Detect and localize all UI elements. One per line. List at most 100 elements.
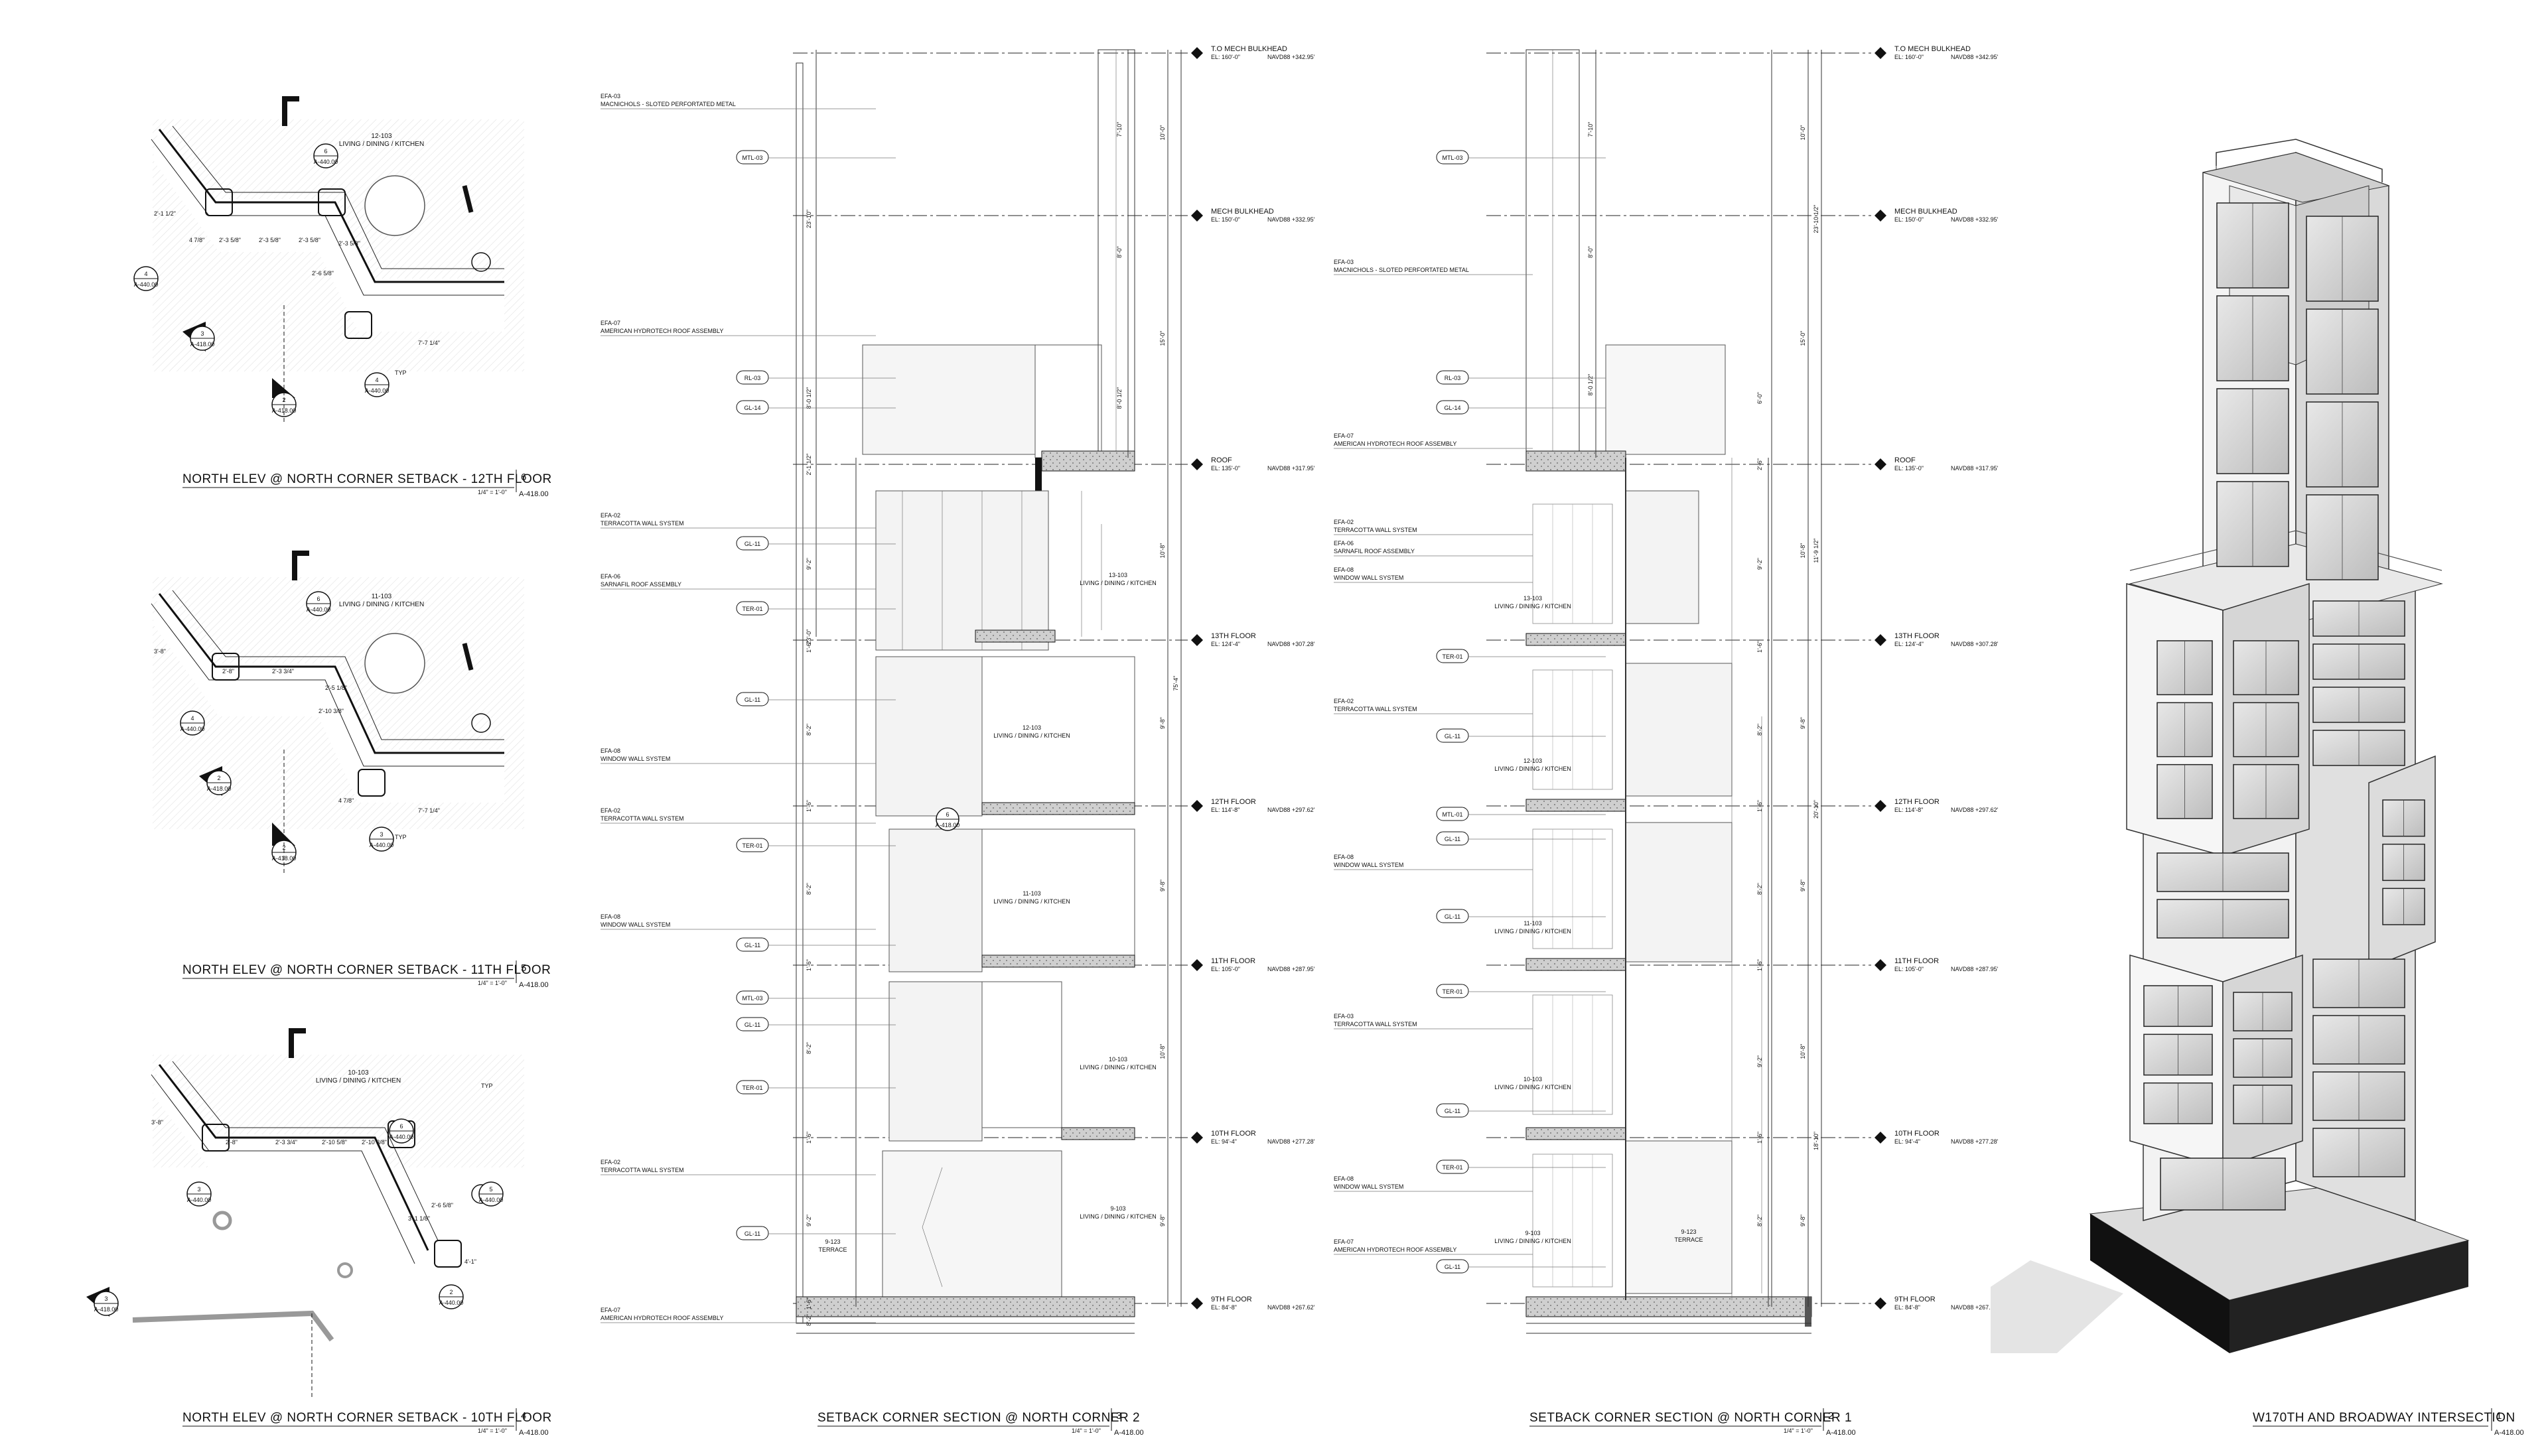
dimension: 23'-0" [806, 629, 812, 645]
svg-text:A-440.00: A-440.00 [187, 1197, 212, 1203]
material-tag[interactable]: TER-01 [736, 1080, 896, 1094]
dim: 2'-10 5/8" [322, 1139, 347, 1146]
material-tag[interactable]: GL-14 [1436, 400, 1606, 415]
keynote-code: EFA-02 [601, 512, 620, 519]
drawing-number: 2 [1828, 1410, 1833, 1422]
material-tag-label: TER-01 [742, 842, 762, 849]
section-marker[interactable]: 2A-418.00 [271, 378, 297, 417]
material-tag[interactable]: TER-01 [1436, 1159, 1606, 1174]
material-tag[interactable]: TER-01 [736, 838, 896, 852]
callout-tag[interactable]: 4A-440.00 [133, 266, 159, 291]
material-tag[interactable]: GL-11 [736, 1226, 896, 1240]
window [2233, 1085, 2293, 1124]
material-tag[interactable]: MTL-01 [1436, 807, 1606, 821]
keynote-code: EFA-03 [1334, 259, 1354, 265]
material-tag[interactable]: MTL-03 [736, 990, 896, 1005]
callout-tag[interactable]: 4A-440.00 [180, 710, 205, 736]
typ-note: TYP [395, 369, 407, 376]
window [2312, 687, 2405, 723]
dimension: 23'-10" [806, 210, 812, 228]
callout-tag[interactable]: 3A-440.00 [186, 1181, 212, 1207]
material-tag[interactable]: GL-11 [1436, 728, 1606, 743]
material-tag[interactable]: GL-11 [736, 536, 896, 551]
material-tag[interactable]: GL-11 [1436, 1259, 1606, 1274]
svg-text:6: 6 [317, 596, 320, 602]
material-tag[interactable]: GL-11 [736, 692, 896, 706]
svg-text:4: 4 [375, 377, 378, 383]
dimension: 1'-6" [1756, 800, 1763, 812]
room-name: LIVING / DINING / KITCHEN [1494, 603, 1571, 610]
dimension: 9'-8" [1159, 717, 1166, 729]
material-tag-label: TER-01 [1442, 988, 1462, 995]
section-marker[interactable]: 3A-418.00 [182, 322, 215, 352]
window [2312, 600, 2405, 637]
level-name: MECH BULKHEAD [1211, 208, 1274, 216]
svg-text:6: 6 [946, 811, 949, 818]
callout-tag[interactable]: 3A-440.00 [369, 827, 394, 852]
window [2143, 985, 2213, 1027]
dimension: 9'-2" [806, 1215, 812, 1226]
material-tag[interactable]: GL-11 [1436, 1103, 1606, 1118]
window [2382, 799, 2425, 837]
callout-tag[interactable]: 6A-440.00 [389, 1118, 414, 1144]
material-tag[interactable]: TER-01 [1436, 649, 1606, 663]
level-navd: NAVD88 +267.62' [1267, 1304, 1315, 1311]
dimension: 8'-0 1/2" [1116, 387, 1123, 409]
callout-tag[interactable]: 6A-440.00 [306, 591, 331, 616]
material-tag[interactable]: TER-01 [1436, 984, 1606, 998]
material-tag[interactable]: GL-14 [736, 400, 896, 415]
keynote-code: EFA-07 [601, 1307, 620, 1313]
dimension: 9'-8" [1159, 1215, 1166, 1226]
dimension: 8'-2" [806, 1314, 812, 1326]
room-name: LIVING / DINING / KITCHEN [1494, 1238, 1571, 1244]
window [2312, 1015, 2405, 1065]
material-tag[interactable]: RL-03 [1436, 370, 1606, 385]
level-elevation: EL: 160'-0" [1894, 54, 1924, 60]
material-tag[interactable]: GL-11 [736, 1017, 896, 1031]
callout-tag[interactable]: 6A-418.00 [936, 807, 960, 831]
material-tag[interactable]: GL-11 [1436, 831, 1606, 846]
window [2157, 640, 2213, 696]
keynote-text: WINDOW WALL SYSTEM [601, 921, 670, 928]
callout-tag[interactable]: 6A-440.00 [313, 143, 338, 168]
material-tag[interactable]: RL-03 [736, 370, 896, 385]
callout-tag[interactable]: 4A-440.00 [364, 372, 389, 397]
material-tag-label: GL-11 [1445, 1264, 1460, 1270]
window [2216, 202, 2289, 289]
material-tag[interactable]: GL-11 [1436, 909, 1606, 923]
material-tag[interactable]: MTL-03 [736, 150, 896, 165]
callout-tag[interactable]: 5A-440.00 [478, 1181, 504, 1207]
section-marker[interactable]: 3A-418.00 [86, 1287, 119, 1317]
material-tag[interactable]: TER-01 [736, 601, 896, 616]
svg-text:3: 3 [104, 1295, 107, 1302]
window [2216, 388, 2289, 474]
room-number: 13-103 [1523, 595, 1542, 602]
dimension: 8'-2" [806, 1042, 812, 1054]
material-tag[interactable]: GL-11 [736, 937, 896, 952]
section-marker[interactable]: 2A-418.00 [199, 766, 232, 796]
plan-detail-11th-floor: 11-103 LIVING / DINING / KITCHEN 3'-8" 2… [151, 551, 551, 989]
room-number: 10-103 [1109, 1056, 1127, 1063]
dim: 2'-10 3/8" [362, 1139, 387, 1146]
level-navd: NAVD88 +342.95' [1951, 54, 1999, 60]
callout-tag[interactable]: 2A-440.00 [439, 1284, 464, 1309]
material-tag-label: TER-01 [1442, 1164, 1462, 1171]
material-tag[interactable]: MTL-03 [1436, 150, 1606, 165]
